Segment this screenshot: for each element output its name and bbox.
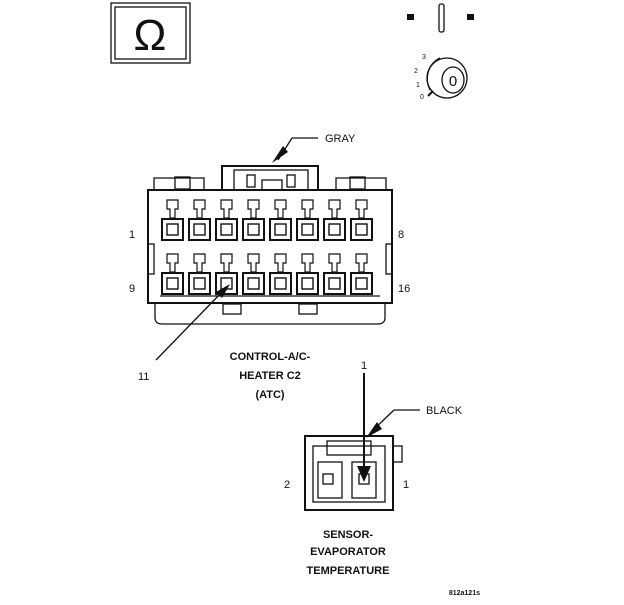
c2-pin-1-label: 1 bbox=[129, 229, 135, 241]
c2-pin-16-label: 16 bbox=[398, 283, 410, 295]
c2-pin-cavity bbox=[323, 199, 346, 241]
c2-pin-cavity bbox=[350, 253, 373, 295]
key-label: 0 bbox=[449, 73, 457, 90]
black-wire-label: BLACK bbox=[426, 405, 463, 417]
figure-code: 812a121s bbox=[449, 590, 480, 597]
key-position-2: 2 bbox=[414, 68, 418, 75]
c2-pin-cavity bbox=[323, 253, 346, 295]
sensor-title-line-1: SENSOR- bbox=[323, 529, 373, 541]
gray-callout: GRAY bbox=[272, 133, 356, 163]
key-position-0: 0 bbox=[420, 94, 424, 101]
sensor-pin-1-label: 1 bbox=[403, 479, 409, 491]
c2-pin-cavity bbox=[215, 199, 238, 241]
key-position-1: 1 bbox=[416, 82, 420, 89]
c2-connector: 1 8 9 16 bbox=[129, 165, 410, 325]
c2-pin-cavity bbox=[269, 199, 292, 241]
sensor-title-line-3: TEMPERATURE bbox=[307, 565, 390, 577]
c2-pin-cavity bbox=[242, 253, 265, 295]
c2-pin-8-label: 8 bbox=[398, 229, 404, 241]
sensor-connector: 1 BLACK 2 1 bbox=[284, 360, 463, 511]
sensor-title-line-2: EVAPORATOR bbox=[310, 546, 386, 558]
gray-wire-label: GRAY bbox=[325, 133, 356, 145]
c2-pin-cavity bbox=[215, 253, 238, 295]
c2-pin-9-label: 9 bbox=[129, 283, 135, 295]
ignition-key-icon: 3 2 1 0 0 bbox=[414, 54, 468, 101]
c2-pin-cavity bbox=[242, 199, 265, 241]
c2-title-line-3: (ATC) bbox=[255, 389, 284, 401]
c2-pin-cavity bbox=[296, 253, 319, 295]
c2-pin-cavity bbox=[296, 199, 319, 241]
ohm-symbol: Ω bbox=[134, 11, 167, 60]
c2-pin-grid bbox=[161, 199, 373, 295]
c2-pin-cavity bbox=[188, 199, 211, 241]
c2-pin-11-callout: 11 bbox=[138, 284, 230, 383]
c2-title-line-1: CONTROL-A/C- bbox=[230, 351, 311, 363]
c2-title-line-2: HEATER C2 bbox=[239, 370, 301, 382]
ohmmeter-icon: Ω bbox=[110, 2, 191, 64]
c2-pin-cavity bbox=[161, 199, 184, 241]
ignition-indicator-icon bbox=[407, 3, 474, 33]
c2-title: CONTROL-A/C- HEATER C2 (ATC) bbox=[230, 351, 311, 401]
c2-pin-cavity bbox=[161, 253, 184, 295]
sensor-callout-pin-label: 1 bbox=[361, 360, 367, 372]
c2-pin-cavity bbox=[269, 253, 292, 295]
sensor-title: SENSOR- EVAPORATOR TEMPERATURE bbox=[307, 529, 390, 577]
c2-pin-cavity bbox=[350, 199, 373, 241]
c2-callout-pin-label: 11 bbox=[138, 371, 149, 383]
c2-pin-cavity bbox=[188, 253, 211, 295]
key-position-3: 3 bbox=[422, 54, 426, 61]
sensor-pin-2-label: 2 bbox=[284, 479, 290, 491]
